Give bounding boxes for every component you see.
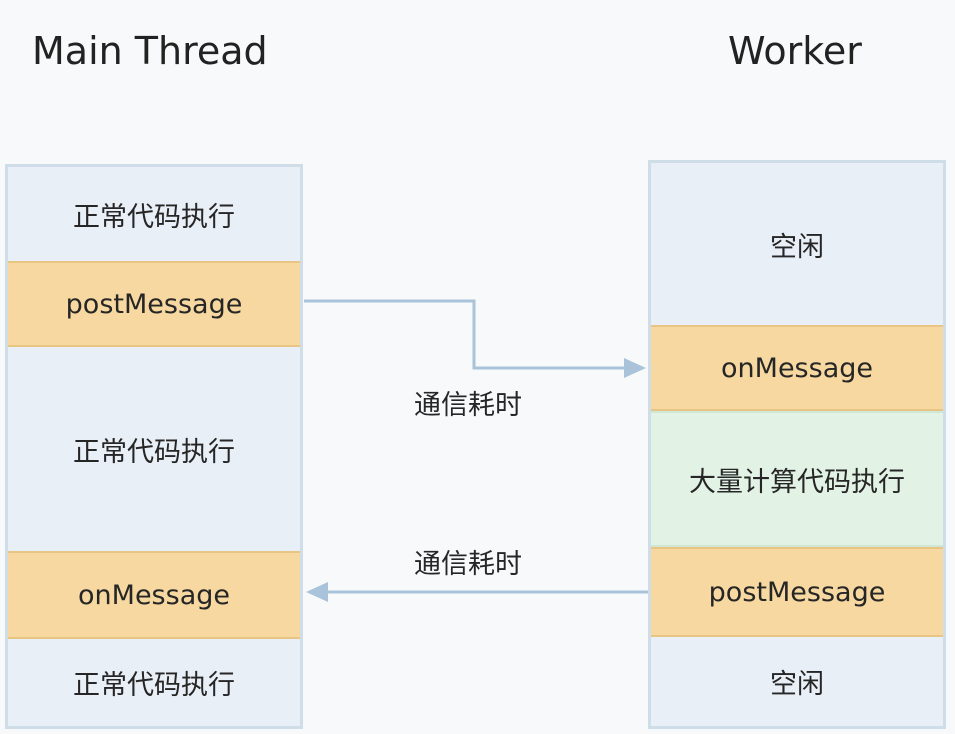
worker-on-message-block: onMessage: [651, 325, 943, 411]
worker-title: Worker: [728, 29, 862, 73]
return-latency-label: 通信耗时: [414, 549, 522, 580]
send-message-arrow-line: [304, 299, 630, 370]
send-latency-label: 通信耗时: [414, 390, 522, 421]
main-thread-timeline: 正常代码执行 postMessage 正常代码执行 onMessage 正常代码…: [5, 164, 303, 729]
main-thread-title: Main Thread: [32, 29, 268, 73]
main-on-message-block: onMessage: [8, 551, 300, 639]
main-normal-code-block: 正常代码执行: [8, 639, 300, 726]
worker-timeline: 空闲 onMessage 大量计算代码执行 postMessage 空闲: [648, 160, 946, 729]
worker-heavy-compute-block: 大量计算代码执行: [651, 411, 943, 547]
send-message-arrowhead: [624, 358, 646, 378]
main-normal-code-block: 正常代码执行: [8, 347, 300, 551]
worker-idle-block: 空闲: [651, 163, 943, 325]
worker-post-message-block: postMessage: [651, 547, 943, 637]
worker-idle-block: 空闲: [651, 637, 943, 726]
main-normal-code-block: 正常代码执行: [8, 167, 300, 261]
return-message-arrowhead: [306, 582, 328, 602]
main-post-message-block: postMessage: [8, 261, 300, 347]
